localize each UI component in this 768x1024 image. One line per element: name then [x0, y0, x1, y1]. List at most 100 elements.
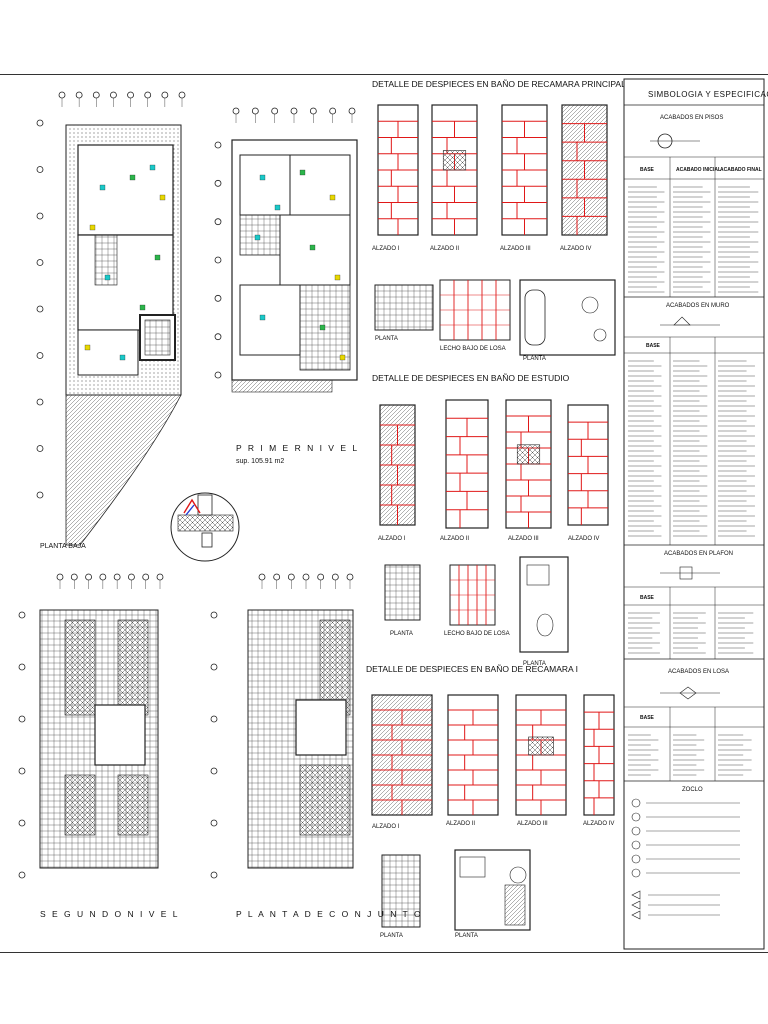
axis-marker [70, 573, 78, 581]
axis-marker [346, 573, 354, 581]
fixture-symbol [104, 274, 111, 281]
zoclo-symbol [631, 840, 641, 850]
axis-marker [36, 398, 44, 406]
axis-marker [210, 767, 218, 775]
fixture-symbol [129, 174, 136, 181]
axis-marker [273, 573, 281, 581]
axis-marker [36, 305, 44, 313]
axis-marker [210, 715, 218, 723]
drawing-sheet: PLANTA BAJA P R I M E R N I V E L sup. 1… [0, 74, 768, 953]
axis-marker [331, 573, 339, 581]
axis-marker [56, 573, 64, 581]
axis-marker [178, 91, 186, 99]
axis-marker [214, 256, 222, 264]
axis-marker [210, 819, 218, 827]
pisos-base-header: BASE [640, 167, 655, 173]
zoclo-symbol [631, 812, 641, 822]
axis-marker [113, 573, 121, 581]
axis-marker [58, 91, 66, 99]
axis-marker [36, 259, 44, 266]
axis-marker [287, 573, 295, 581]
alzado-4-label: ALZADO IV [560, 246, 591, 252]
fixture-symbol [89, 224, 96, 231]
legend-zoclo-heading: ZOCLO [682, 787, 703, 793]
axis-marker [127, 91, 134, 99]
fixture-symbol [84, 344, 91, 351]
fixture-symbol [159, 194, 166, 201]
alzado-1-label: ALZADO I [372, 246, 400, 252]
primer-nivel-plan: P R I M E R N I V E L sup. 105.91 m2 [214, 107, 358, 465]
fixture-symbol [149, 164, 156, 171]
axis-marker [36, 166, 44, 173]
axis-marker [142, 573, 150, 581]
estudio-alzado-3-label: ALZADO III [508, 536, 539, 542]
axis-marker [317, 573, 325, 581]
drawing-canvas: PLANTA BAJA P R I M E R N I V E L sup. 1… [18, 78, 768, 950]
section-title-estudio: DETALLE DE DESPIECES EN BAÑO DE ESTUDIO [372, 373, 570, 383]
alzado-2-label: ALZADO II [430, 246, 459, 252]
planta-baja-axis-markers [36, 91, 186, 499]
axis-marker [36, 212, 44, 220]
fixture-symbol [334, 274, 341, 281]
rec1-planta-bano-label: PLANTA [455, 933, 478, 939]
losa-base-header: BASE [640, 715, 655, 721]
estudio-lecho-label: LECHO BAJO DE LOSA [444, 631, 510, 637]
legend-title: SIMBOLOGIA Y ESPECIFICACIONES. [648, 90, 768, 99]
rec1-alzado-2-label: ALZADO II [446, 821, 475, 827]
estudio-alzado-1-label: ALZADO I [378, 536, 406, 542]
axis-marker [144, 91, 152, 99]
fixture-symbol [139, 304, 146, 311]
axis-marker [210, 611, 218, 619]
fixture-symbol [259, 174, 266, 181]
axis-marker [36, 491, 44, 499]
fixture-symbol [309, 244, 316, 251]
detalle-recamara-principal: DETALLE DE DESPIECES EN BAÑO DE RECAMARA… [372, 79, 626, 362]
section-title-recamara1: DETALLE DE DESPIECES EN BAÑO DE RECAMARA… [366, 664, 578, 674]
fixture-symbol [119, 354, 126, 361]
axis-marker [214, 333, 222, 341]
alzado-3-label: ALZADO III [500, 246, 531, 252]
planta-conjunto-plan: P L A N T A D E C O N J U N T O [210, 573, 423, 919]
estudio-planta-label: PLANTA [390, 631, 413, 637]
axis-marker [210, 871, 218, 879]
axis-marker [210, 663, 218, 671]
axis-marker [36, 119, 44, 127]
zoclo-symbol [631, 854, 641, 864]
axis-marker [18, 715, 26, 723]
legend-plafon-heading: ACABADOS EN PLAFON [664, 551, 733, 557]
axis-marker [85, 573, 92, 581]
zoclo-symbol [631, 868, 641, 878]
axis-marker [99, 573, 107, 581]
axis-marker [18, 767, 26, 775]
fixture-symbol [339, 354, 346, 361]
lecho-label-principal: LECHO BAJO DE LOSA [440, 346, 506, 352]
detail-callout [170, 492, 240, 562]
niche [442, 150, 467, 171]
rec1-alzado-1-label: ALZADO I [372, 824, 400, 830]
axis-marker [329, 107, 337, 115]
fixture-symbol [154, 254, 161, 261]
axis-marker [251, 107, 259, 115]
axis-marker [128, 573, 135, 581]
axis-marker [18, 819, 26, 827]
axis-marker [290, 107, 298, 115]
detalle-recamara-1: DETALLE DE DESPIECES EN BAÑO DE RECAMARA… [366, 664, 615, 939]
pisos-inicial-header: ACABADO INICIAL [676, 167, 721, 173]
axis-marker [214, 218, 222, 226]
axis-marker [214, 141, 222, 149]
planta-conjunto-label: P L A N T A D E C O N J U N T O [236, 909, 423, 919]
niche [528, 736, 554, 756]
estudio-alzado-2-label: ALZADO II [440, 536, 469, 542]
fixture-symbol [299, 169, 306, 176]
zoclo-symbol [631, 798, 641, 808]
zoclo-symbol [631, 826, 641, 836]
muro-base-header: BASE [646, 343, 661, 349]
zoclo-arrow [631, 910, 641, 920]
planta-label-principal: PLANTA [375, 336, 398, 342]
axis-marker [302, 573, 310, 581]
fixture-symbol [259, 314, 266, 321]
axis-marker [161, 91, 169, 99]
legend-muro-heading: ACABADOS EN MURO [666, 303, 730, 309]
segundo-nivel-plan: S E G U N D O N I V E L [18, 573, 178, 919]
axis-marker [18, 611, 26, 619]
